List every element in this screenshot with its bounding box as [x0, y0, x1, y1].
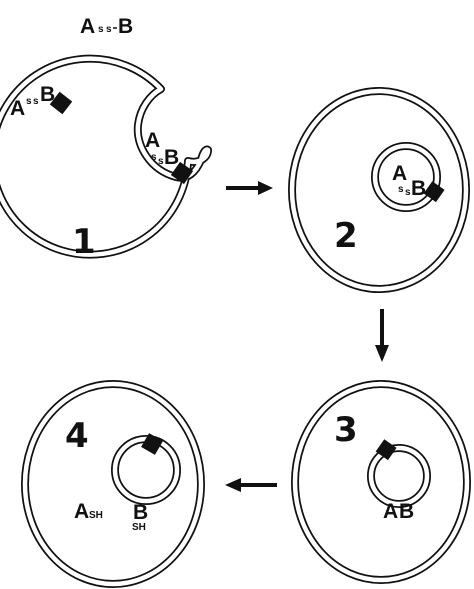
cell-2: A s s B 2 — [288, 87, 470, 293]
pit-toxin-s2: s — [158, 156, 164, 167]
bound-toxin-s2: s — [33, 96, 39, 107]
released-toxin-a: A — [74, 500, 89, 523]
step-4-number: 4 — [65, 416, 89, 456]
bound-toxin-label: A s s B — [10, 83, 55, 120]
step-3-number: 3 — [334, 410, 358, 450]
released-b-chain-label: B SH — [132, 501, 148, 533]
released-toxin-b: B — [133, 501, 148, 524]
free-toxin-b: B — [118, 15, 133, 38]
receptor-icon — [141, 433, 163, 455]
vesicle3-toxin-a: A — [383, 500, 398, 523]
bound-toxin-b: B — [40, 83, 55, 106]
bound-toxin-s1: s — [26, 96, 32, 107]
pit-toxin-label: A s s B — [145, 129, 179, 169]
cell-4: A SH B SH 4 — [21, 380, 205, 588]
vesicle3-toxin-b: B — [399, 500, 414, 523]
receptor-icon — [423, 181, 445, 203]
endosome-toxin-s1: s — [398, 184, 404, 195]
free-toxin-s1: s — [98, 24, 104, 35]
arrow-down-icon — [375, 309, 389, 362]
cell-3: A B 3 — [291, 380, 471, 584]
free-toxin-a: A — [80, 15, 95, 38]
pit-toxin-b: B — [164, 146, 179, 169]
released-toxin-a-sh: SH — [89, 510, 103, 521]
bound-toxin-a: A — [10, 97, 25, 120]
endosome-toxin-label: A s s B — [392, 162, 426, 200]
endosome-toxin-b: B — [411, 177, 426, 200]
receptor-icon — [170, 161, 194, 185]
step-1-number: 1 — [72, 222, 96, 262]
released-toxin-b-sh: SH — [132, 522, 146, 533]
endosome-toxin-a: A — [392, 162, 407, 185]
step-2-number: 2 — [334, 216, 358, 256]
free-toxin-label: A s s B — [80, 15, 133, 38]
pit-toxin-a: A — [145, 129, 160, 152]
arrow-right-icon — [226, 181, 273, 195]
endosome-toxin-s2: s — [405, 187, 411, 198]
receptor-icon — [375, 439, 397, 461]
pit-toxin-s1: s — [151, 152, 157, 163]
arrow-left-icon — [225, 478, 277, 492]
receptor-icon — [49, 91, 73, 115]
cell-1: A s s B A s s B 1 — [0, 54, 212, 262]
free-toxin-s2: s — [106, 24, 112, 35]
vesicle3-toxin-label: A B — [383, 500, 414, 523]
released-a-chain-label: A SH — [74, 500, 103, 523]
